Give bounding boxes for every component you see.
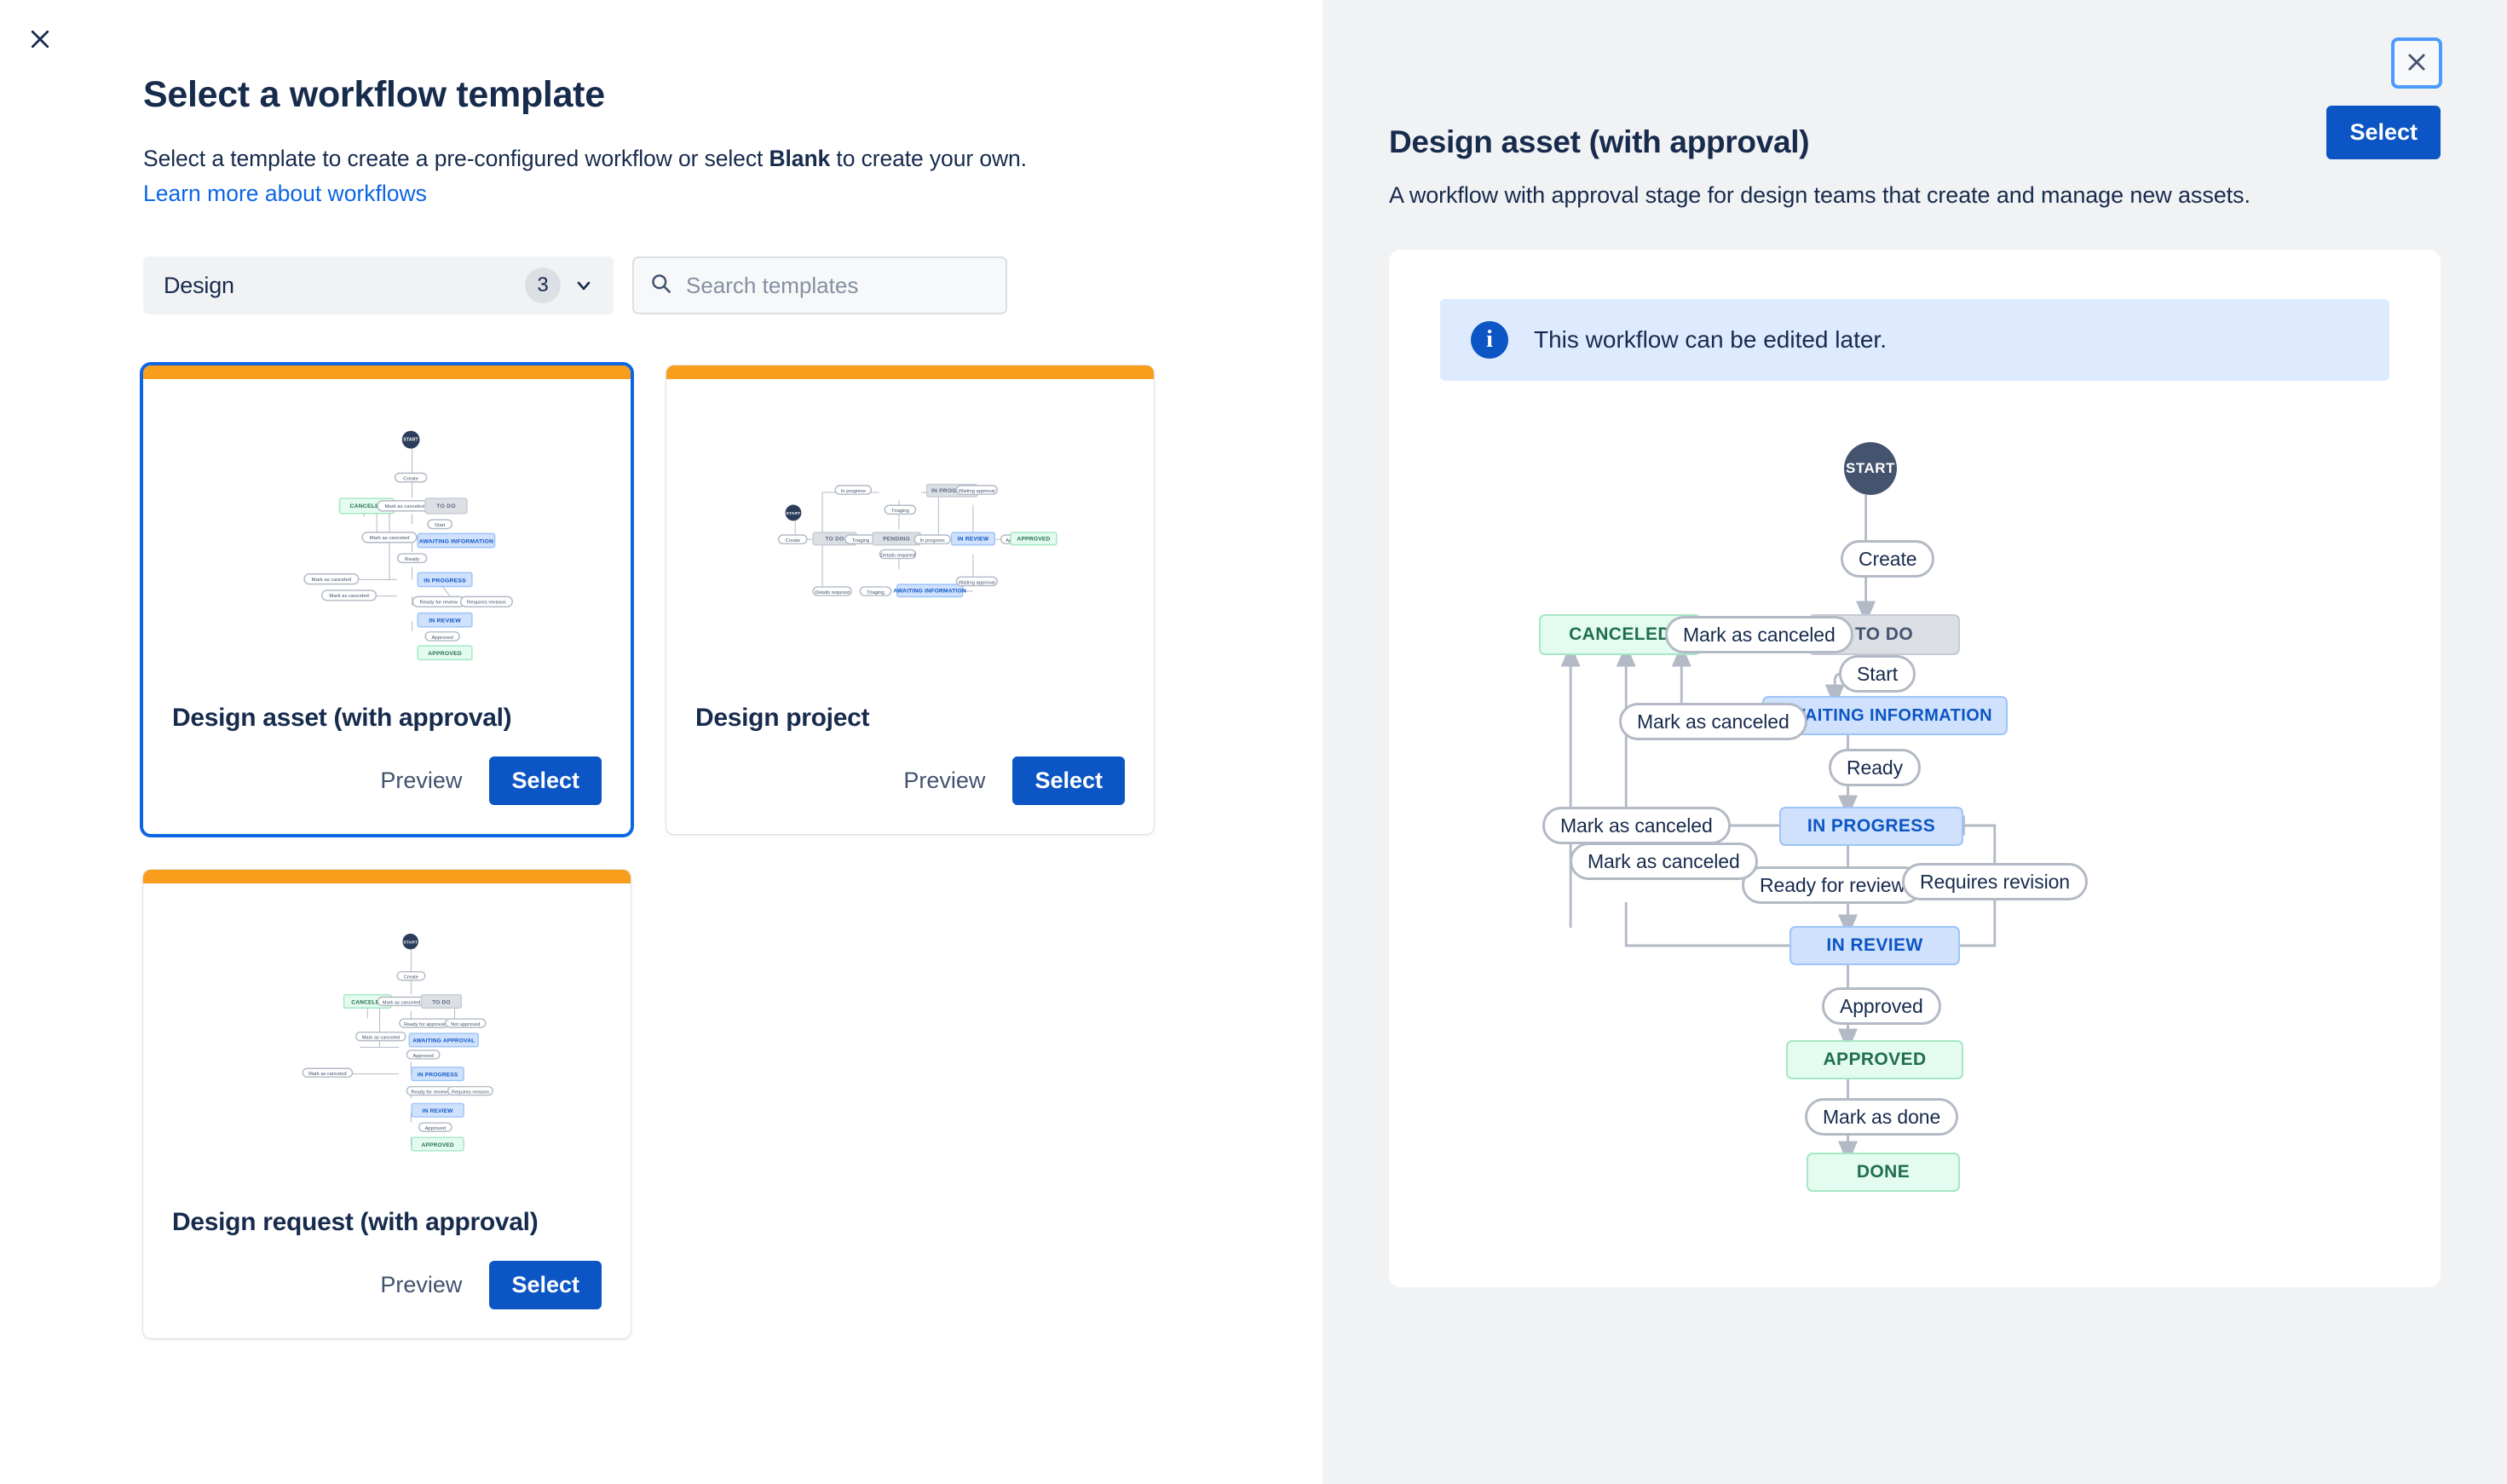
desc-part-2: to create your own. [830,145,1027,171]
card-thumbnail-design-project: START Create TO DO Triaging PENDING In p… [666,379,1154,704]
preview-header: Design asset (with approval) Select [1389,0,2441,160]
diagram-transition-start: Start [1839,655,1916,693]
select-button[interactable]: Select [1012,756,1125,806]
template-preview-panel: Design asset (with approval) Select A wo… [1323,0,2507,1484]
diagram-transition-mark-as-done: Mark as done [1805,1098,1959,1136]
template-card-title: Design project [695,704,870,733]
diagram-transition-ready: Ready [1829,749,1921,786]
card-accent-stripe [666,365,1154,380]
template-list-panel: Select a workflow template Select a temp… [0,0,1323,1339]
search-templates-box[interactable] [632,256,1007,315]
preview-diagram-card: i This workflow can be edited later. [1389,250,2441,1287]
template-card-design-asset[interactable]: START Create CANCELED Mark as canceled T… [143,365,631,835]
desc-part-1: Select a template to create a pre-config… [143,145,769,171]
close-icon [2405,50,2429,77]
card-actions: Preview Select [666,741,1154,834]
page-title: Select a workflow template [143,74,605,115]
left-content: Select a workflow template Select a temp… [0,0,1323,1339]
category-filter-label: Design [164,272,234,298]
modal-close-button[interactable] [15,15,65,65]
card-accent-stripe [143,365,631,380]
card-accent-stripe [143,870,631,884]
diagram-transition-mark-as-canceled-inprogress: Mark as canceled [1542,807,1731,844]
select-button[interactable]: Select [489,1261,602,1310]
template-card-grid: START Create CANCELED Mark as canceled T… [143,365,1200,1339]
page-description: Select a template to create a pre-config… [143,144,1323,175]
diagram-transition-mark-as-canceled-awaiting: Mark as canceled [1619,703,1807,740]
template-card-design-project[interactable]: START Create TO DO Triaging PENDING In p… [666,365,1154,835]
template-card-title: Design request (with approval) [172,1208,539,1237]
diagram-transition-mark-as-canceled-todo: Mark as canceled [1665,616,1853,653]
category-filter-select[interactable]: Design 3 [143,256,614,315]
filter-row: Design 3 [143,256,1323,315]
preview-title: Design asset (with approval) [1389,124,1810,159]
template-card-design-request[interactable]: START Create CANCELED Mark as canceled T… [143,870,631,1339]
diagram-node-approved: APPROVED [1786,1040,1963,1079]
preview-button[interactable]: Preview [361,1261,481,1309]
template-card-title: Design asset (with approval) [172,704,512,733]
diagram-node-start: START [1844,442,1897,495]
diagram-node-in-review: IN REVIEW [1789,926,1960,965]
diagram-transition-approved: Approved [1822,987,1941,1025]
diagram-transition-create: Create [1841,540,1935,578]
preview-close-button[interactable] [2391,37,2442,89]
preview-select-button[interactable]: Select [2326,106,2441,159]
diagram-transition-ready-for-review: Ready for review [1742,866,1923,904]
preview-button[interactable]: Preview [361,756,481,805]
select-button[interactable]: Select [489,756,602,806]
diagram-transition-mark-as-canceled-inreview: Mark as canceled [1570,843,1758,880]
preview-description: A workflow with approval stage for desig… [1389,182,2251,208]
search-input[interactable] [686,272,990,299]
card-actions: Preview Select [143,1245,631,1338]
diagram-node-done: DONE [1807,1153,1960,1192]
close-icon [27,26,53,55]
workflow-diagram: START CANCELED TO DO AWAITING INFORMATIO… [1440,400,2389,1234]
category-filter-count: 3 [525,267,561,304]
search-icon [649,272,672,299]
desc-bold-blank: Blank [769,145,831,171]
preview-button[interactable]: Preview [885,756,1004,805]
card-actions: Preview Select [143,741,631,834]
info-banner-text: This workflow can be edited later. [1534,326,1887,353]
card-thumbnail-design-asset: START Create CANCELED Mark as canceled T… [143,379,631,704]
card-thumbnail-design-request: START Create CANCELED Mark as canceled T… [143,883,631,1208]
chevron-down-icon [573,274,595,296]
diagram-transition-requires-revision: Requires revision [1902,863,2088,900]
info-icon: i [1471,321,1508,359]
learn-more-link[interactable]: Learn more about workflows [143,181,427,207]
diagram-node-in-progress: IN PROGRESS [1779,807,1963,846]
info-banner: i This workflow can be edited later. [1440,299,2389,381]
